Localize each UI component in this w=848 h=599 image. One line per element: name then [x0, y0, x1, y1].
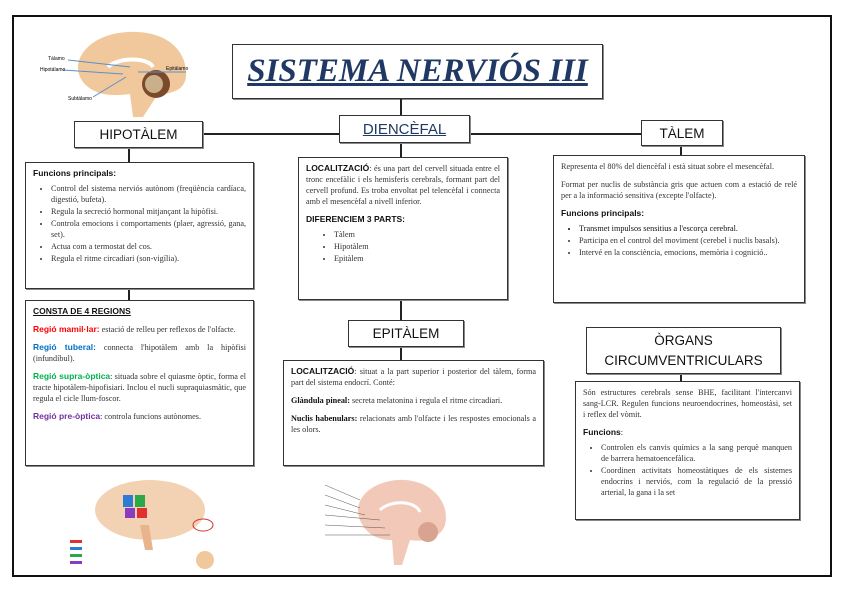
loc-label: LOCALITZACIÓ	[291, 366, 355, 376]
connector	[400, 347, 402, 360]
loc-label: LOCALITZACIÓ	[306, 163, 370, 173]
loc-text: : situat a la part superior i posterior …	[291, 367, 536, 387]
epitalem-box: LOCALITZACIÓ: situat a la part superior …	[283, 360, 544, 466]
page-title: SISTEMA NERVIÓS III	[247, 53, 588, 89]
list-item: Actua com a termostat del cos.	[51, 241, 246, 252]
list-item: Epitàlem	[334, 253, 500, 264]
list-item: Controla emocions i comportaments (plaer…	[51, 218, 246, 240]
region-name: Regió tuberal:	[33, 342, 96, 352]
hipotalem-header: HIPOTÀLEM	[74, 121, 203, 148]
loc-text: : és una part del cervell situada entre …	[306, 164, 500, 206]
connector	[680, 374, 682, 381]
list-item: Controlen els canvis químics a la sang p…	[601, 442, 792, 464]
epithalamus-brain-image	[324, 479, 446, 565]
list-item: Participa en el control del moviment (ce…	[579, 235, 797, 246]
hypothalamus-regions-image	[70, 480, 214, 569]
connector	[400, 143, 402, 157]
list-item: Coordinen activitats homeostàtiques de e…	[601, 465, 792, 498]
brain-diencephalon-image: Tàlamo Hipotálamo Subtálamo Epitálamo	[40, 31, 188, 117]
diencefal-box: LOCALITZACIÓ: és una part del cervell si…	[298, 157, 508, 300]
organs-p1: Són estructures cerebrals sense BHE, fac…	[583, 388, 792, 419]
organs-functions-title: Funcions	[583, 427, 621, 437]
talem-p1: Representa el 80% del diencèfal i està s…	[561, 162, 775, 171]
pineal-text: secreta melatonina i regula el ritme cir…	[349, 396, 503, 405]
hipotalem-functions-title: Funcions principals:	[33, 168, 117, 178]
label-talamo: Tàlamo	[48, 56, 65, 62]
habenular-text: relacionats amb l'olfacte i les resposte…	[291, 414, 536, 434]
label-hipotalamo: Hipotálamo	[40, 67, 66, 73]
region-name: Regió mamil·lar:	[33, 324, 100, 334]
hipotalem-regions-box: CONSTA DE 4 REGIONS Regió mamil·lar: est…	[25, 300, 254, 466]
talem-box: Representa el 80% del diencèfal i està s…	[553, 155, 805, 303]
label-epitalamo: Epitálamo	[166, 66, 188, 72]
talem-p2: Format per nuclis de substància gris que…	[561, 180, 797, 200]
region-name: Regió pre-òptica	[33, 411, 101, 421]
parts-title: DIFERENCIEM 3 PARTS:	[306, 214, 406, 224]
list-item: Regula la secreció hormonal mitjançant l…	[51, 206, 246, 217]
connector	[400, 300, 402, 320]
connector	[128, 289, 130, 300]
epitalem-header: EPITÀLEM	[348, 320, 464, 347]
organs-header: ÒRGANS CIRCUMVENTRICULARS	[586, 327, 781, 374]
list-item: Control del sistema nerviós autònom (fre…	[51, 183, 246, 205]
regions-title: CONSTA DE 4 REGIONS	[33, 306, 131, 316]
region-text: estació de relleu per reflexos de l'olfa…	[99, 325, 236, 334]
title-box: SISTEMA NERVIÓS III	[232, 44, 603, 99]
page-frame	[12, 15, 832, 577]
talem-header: TÀLEM	[641, 120, 723, 146]
organs-box: Són estructures cerebrals sense BHE, fac…	[575, 381, 800, 520]
talem-functions-title: Funcions principals:	[561, 208, 645, 218]
region-text: : situada sobre el quiasme òptic, forma …	[33, 372, 247, 403]
list-item: Hipotàlem	[334, 241, 500, 252]
pineal-label: Glàndula pineal:	[291, 396, 350, 405]
connector	[400, 99, 402, 115]
list-item: Intervé en la consciència, emocions, mem…	[579, 247, 797, 258]
connector	[128, 148, 130, 162]
region-text: connecta l'hipotàlem amb la hipòfisi (in…	[33, 343, 246, 363]
connector	[680, 146, 682, 155]
list-item: Regula el ritme circadiari (son-vigília)…	[51, 253, 246, 264]
region-text: : controla funcions autònomes.	[100, 412, 202, 421]
label-subtalamo: Subtálamo	[68, 96, 92, 102]
list-item: Tàlem	[334, 229, 500, 240]
list-item: Transmet impulsos sensitius a l'escorça …	[579, 223, 797, 234]
region-name: Regió supra-òptica	[33, 371, 111, 381]
diencefal-header: DIENCÈFAL	[339, 115, 470, 143]
hipotalem-functions-box: Funcions principals: Control del sistema…	[25, 162, 254, 289]
habenular-label: Nuclis habenulars:	[291, 414, 358, 423]
